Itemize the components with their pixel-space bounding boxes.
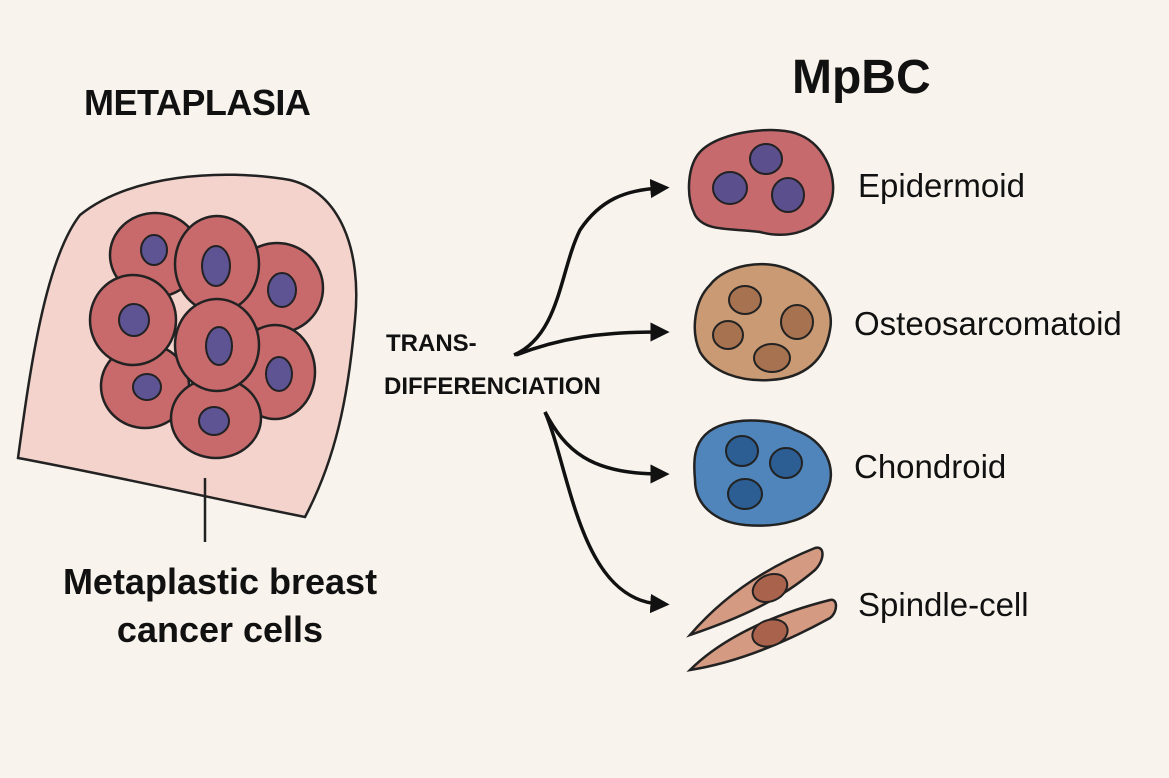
spindle-cell-icon [686,546,838,672]
spindle-cell-label: Spindle-cell [858,586,1029,623]
arrow-to-osteosarcomatoid [515,322,670,357]
tumor-cells-caption: Metaplastic breast cancer cells [62,561,378,650]
transdifferentiation-label-line2: DIFFERENCIATION [384,373,601,400]
arrow-to-spindle [543,411,670,614]
epidermoid-label: Epidermoid [858,167,1025,204]
arrow-to-epidermoid [513,178,670,357]
epidermoid-cell-icon [687,128,835,236]
osteosarcomatoid-cell-icon [693,262,833,382]
tumor-cell [173,214,261,314]
tumor-cell [173,297,261,393]
tumor-cell-cluster [88,211,325,460]
mpbc-title: MpBC [792,51,931,104]
arrow-to-chondroid [543,411,670,484]
chondroid-cell-icon [693,419,833,527]
chondroid-label: Chondroid [854,448,1007,485]
tumor-cell [88,273,178,367]
transdifferentiation-label-line1: TRANS- [386,330,477,357]
osteosarcomatoid-label: Osteosarcomatoid [854,305,1122,342]
metaplasia-title: METAPLASIA [84,82,311,123]
